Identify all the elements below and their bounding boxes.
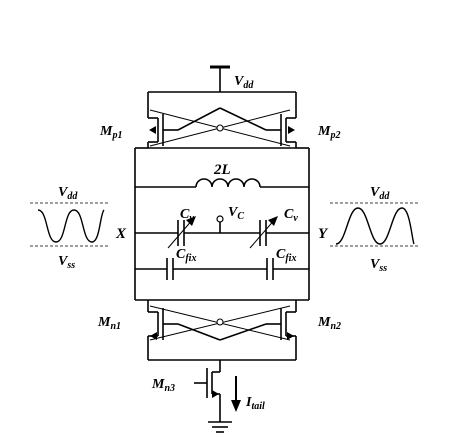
varactor-cv-right — [220, 216, 309, 249]
nmos-mn1 — [147, 300, 178, 360]
mp1-label: Mp1 — [99, 124, 122, 141]
varactor-cv-left — [135, 216, 220, 249]
vdd-supply — [210, 65, 230, 92]
node-y-label: Y — [318, 226, 329, 242]
pmos-cross-coupling — [148, 107, 296, 149]
mn3-label: Mn3 — [151, 377, 175, 394]
waveform-left — [30, 202, 108, 247]
inductor-2l — [135, 178, 309, 188]
nmos-mn3-tail — [194, 368, 221, 422]
wave-left-vss-label: Vss — [58, 254, 75, 271]
ground-icon — [208, 421, 232, 433]
wave-left-vdd-label: Vdd — [58, 185, 78, 202]
vc-label: VC — [228, 205, 244, 222]
pmos-mp2 — [266, 92, 297, 148]
wave-right-vss-label: Vss — [370, 257, 387, 274]
pmos-mp1 — [147, 92, 178, 148]
itail-label: Itail — [245, 395, 265, 412]
cfix-left-label: Cfix — [176, 247, 196, 264]
vdd-label: Vdd — [234, 74, 254, 91]
mn2-label: Mn2 — [317, 315, 341, 332]
cfix-right — [266, 258, 309, 280]
cv-right-label: Cv — [284, 207, 298, 224]
mn1-label: Mn1 — [97, 315, 121, 332]
nmos-mn2 — [266, 300, 297, 360]
nmos-cross-coupling — [149, 305, 291, 341]
cv-left-label: Cv — [180, 207, 194, 224]
node-x-label: X — [115, 226, 127, 242]
tail-current-arrow — [231, 376, 241, 412]
cfix-left — [135, 258, 267, 280]
waveform-right — [330, 202, 418, 247]
mp2-label: Mp2 — [317, 124, 340, 141]
cfix-right-label: Cfix — [276, 247, 296, 264]
vc-control-node — [216, 215, 224, 233]
inductor-label: 2L — [213, 162, 231, 178]
wave-right-vdd-label: Vdd — [370, 185, 390, 202]
